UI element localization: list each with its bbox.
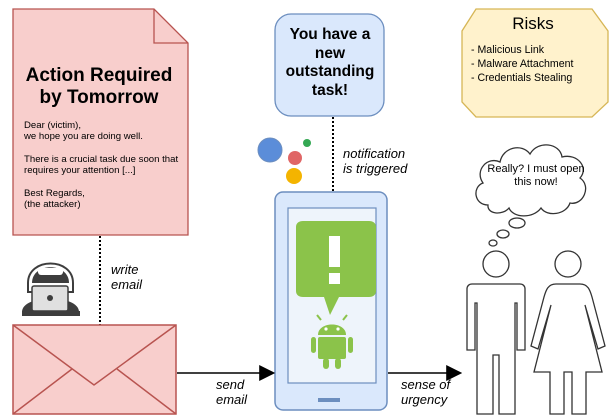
thought-cloud-icon (475, 144, 587, 247)
email-body: Dear (victim), we hope you are doing wel… (24, 120, 179, 211)
woman-icon (530, 250, 606, 415)
email-document (12, 8, 189, 236)
notification-label: notification is triggered (343, 146, 408, 176)
email-title: Action Required by Tomorrow (25, 65, 173, 109)
risk-item: - Malware Attachment (471, 58, 574, 70)
risks-title: Risks (512, 14, 554, 33)
notification-text: You have a new outstanding task! (285, 26, 375, 99)
android-icon (311, 314, 353, 369)
risks-panel (461, 8, 609, 118)
send-email-label: send email (216, 377, 248, 407)
risk-item: - Credentials Stealing (471, 72, 573, 84)
risk-item: - Malicious Link (471, 44, 545, 56)
urgency-label: sense of urgency (401, 377, 451, 407)
thought-text: Really? I must open this now! (487, 163, 585, 189)
notification-bubble (274, 13, 385, 117)
envelope-icon (12, 324, 177, 415)
man-icon (466, 250, 526, 415)
exclamation-icon (296, 221, 376, 315)
assistant-dots-icon (257, 137, 311, 184)
write-email-label: write email (111, 262, 143, 292)
hacker-laptop-icon (22, 262, 80, 316)
